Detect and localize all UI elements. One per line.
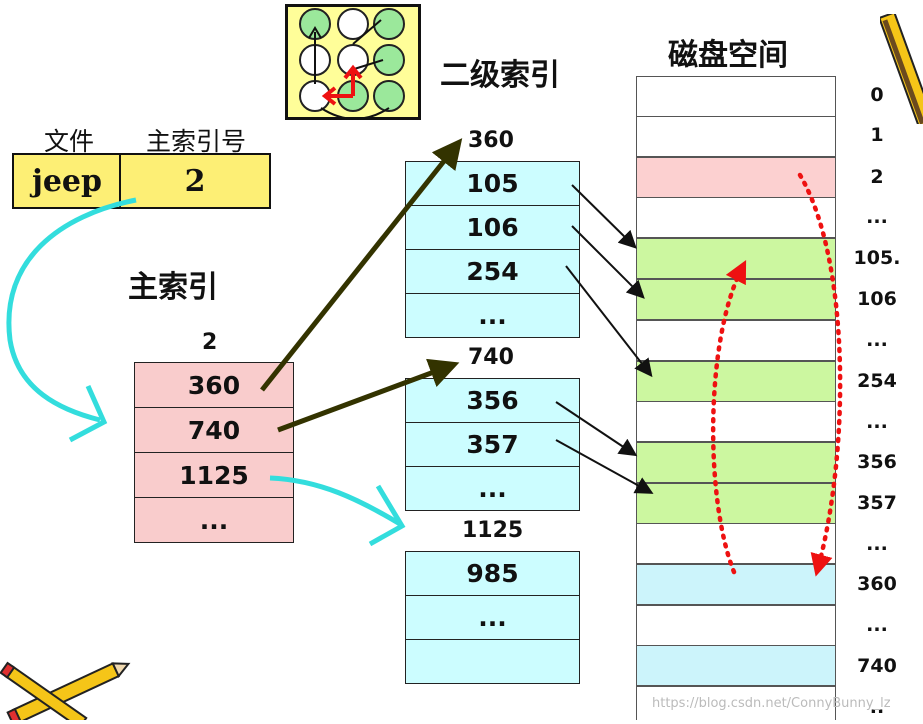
disk-space-title: 磁盘空间	[668, 38, 788, 73]
pencils-icon	[0, 650, 140, 724]
arrow-106-to-disk	[571, 225, 645, 299]
disk-block-gap-e	[636, 605, 836, 646]
secondary-entry-empty	[405, 639, 580, 684]
disk-label: 356	[857, 451, 897, 473]
secondary-entry-more-c: ...	[405, 595, 580, 640]
disk-label: 106	[857, 288, 897, 310]
disk-label: 360	[857, 573, 897, 595]
arrow-105-to-disk	[571, 184, 637, 249]
main-block-label: 2	[202, 330, 218, 355]
arrow-1125-to-secondary	[269, 475, 402, 527]
arrow-file-to-main-index	[6, 197, 137, 423]
secondary-entry-356: 356	[405, 378, 580, 423]
secondary-entry-more-b: ...	[405, 466, 580, 511]
arrow-740-to-secondary	[277, 358, 460, 433]
disk-block-356	[636, 442, 836, 483]
main-index-title: 主索引	[128, 270, 218, 305]
disk-block-gap-c	[636, 401, 836, 442]
disk-label: ...	[866, 533, 888, 555]
disk-block-gap-a	[636, 197, 836, 238]
disk-block-gap-b	[636, 320, 836, 361]
pencil-fragment-icon	[878, 11, 923, 133]
main-entry-more: ...	[134, 497, 294, 543]
watermark: https://blog.csdn.net/ConnyBunny_lz	[652, 696, 891, 711]
dotted-path-2-to-360	[797, 172, 843, 577]
secondary-index-title: 二级索引	[440, 58, 560, 93]
disk-label: 105.	[853, 247, 901, 269]
disk-label: ...	[866, 329, 888, 351]
disk-block-0	[636, 76, 836, 117]
disk-block-360	[636, 564, 836, 605]
disk-block-357	[636, 483, 836, 524]
disk-label: ...	[866, 206, 888, 228]
disk-label: 0	[870, 84, 884, 106]
secondary-entry-more-a: ...	[405, 293, 580, 338]
disk-label: 254	[857, 370, 897, 392]
grid-circles-icon	[285, 4, 421, 120]
main-index-no-header: 主索引号	[146, 127, 247, 156]
arrow-file-to-main-index-head	[68, 384, 108, 443]
disk-label: 740	[857, 655, 897, 677]
disk-label: 357	[857, 492, 897, 514]
arrow-357-to-disk	[555, 439, 654, 494]
disk-block-gap-d	[636, 523, 836, 564]
secondary-block-label-360: 360	[468, 128, 514, 153]
disk-block-gap-f	[636, 686, 836, 720]
disk-label: 1	[870, 124, 884, 146]
file-header: 文件	[44, 127, 95, 156]
disk-block-1	[636, 116, 836, 157]
file-name-cell: jeep	[12, 153, 122, 209]
disk-label: ...	[866, 614, 888, 636]
arrow-254-to-disk	[565, 265, 653, 378]
disk-label: ..	[869, 696, 885, 718]
secondary-entry-357: 357	[405, 422, 580, 467]
main-entry-740: 740	[134, 407, 294, 453]
arrow-356-to-disk	[555, 401, 638, 457]
arrow-1125-to-secondary-head	[368, 484, 406, 547]
disk-block-740	[636, 645, 836, 686]
secondary-entry-106: 106	[405, 205, 580, 250]
arrow-360-to-secondary	[260, 138, 463, 392]
secondary-block-label-1125: 1125	[462, 518, 524, 543]
disk-label: ...	[866, 411, 888, 433]
secondary-block-label-740: 740	[468, 345, 514, 370]
main-index-no-cell: 2	[119, 153, 271, 209]
dotted-path-360-to-105	[710, 259, 747, 575]
secondary-entry-254: 254	[405, 249, 580, 294]
secondary-entry-985: 985	[405, 551, 580, 596]
disk-label: 2	[870, 166, 884, 188]
